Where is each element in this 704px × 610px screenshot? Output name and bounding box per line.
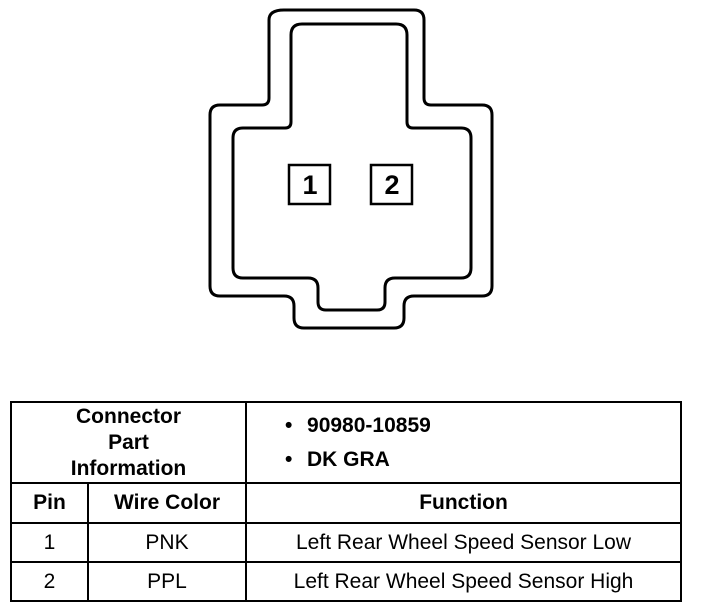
connector-housing-outer — [208, 8, 494, 330]
header-pin: Pin — [10, 482, 89, 524]
part-color-item: • DK GRA — [285, 443, 680, 477]
cell-function: Left Rear Wheel Speed Sensor Low — [245, 522, 683, 563]
pin-1-box — [287, 163, 332, 206]
cell-wire-color: PNK — [86, 522, 248, 563]
connector-info-table: Connector Part Information • 90980-10859 … — [9, 401, 683, 602]
header-function: Function — [245, 482, 683, 524]
cell-pin: 2 — [10, 561, 89, 602]
part-number-item: • 90980-10859 — [285, 409, 680, 443]
connector-part-info-label: Connector Part Information — [9, 401, 248, 484]
table-row: 1 PNK Left Rear Wheel Speed Sensor Low — [10, 522, 683, 563]
pin-2-box — [369, 163, 414, 206]
part-color: DK GRA — [307, 447, 390, 471]
connector-housing-inner — [231, 22, 473, 312]
bullet-icon: • — [285, 447, 293, 471]
pin-2-label: 2 — [384, 170, 399, 200]
cell-function: Left Rear Wheel Speed Sensor High — [245, 561, 683, 602]
part-info-row: Connector Part Information • 90980-10859 … — [9, 401, 683, 484]
bullet-icon: • — [285, 413, 293, 437]
part-number: 90980-10859 — [307, 413, 431, 437]
header-wire-color: Wire Color — [86, 482, 248, 524]
connector-diagram: 1 2 — [208, 8, 494, 330]
part-number-list: • 90980-10859 • DK GRA — [245, 401, 683, 484]
table-header-row: Pin Wire Color Function — [10, 482, 683, 524]
cell-wire-color: PPL — [86, 561, 248, 602]
cell-pin: 1 — [10, 522, 89, 563]
pin-1-label: 1 — [302, 170, 317, 200]
table-row: 2 PPL Left Rear Wheel Speed Sensor High — [10, 561, 683, 602]
